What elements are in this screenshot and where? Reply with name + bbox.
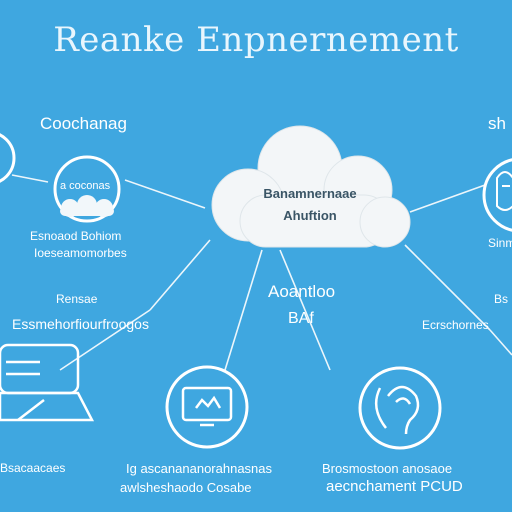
- connector-line: [149, 239, 211, 311]
- connector-line: [59, 309, 151, 371]
- connector-line: [224, 249, 263, 371]
- bottom-right-line2: aecnchament PCUD: [326, 478, 463, 495]
- bottom-center-line1: Ig ascanananorahnasnas: [126, 461, 273, 476]
- right-top-caption: Sinm: [488, 236, 512, 250]
- left-bottom-caption: Bsacaacaes: [0, 461, 66, 475]
- left-top-caption1: Esnoaod Bohiom: [30, 229, 122, 243]
- cloud-icon: [211, 125, 411, 248]
- cloud-label-line1: Banamnernaae: [263, 186, 357, 201]
- node-circle-people: [53, 155, 121, 223]
- bottom-center-line2: awlsheshaodo Cosabe: [120, 480, 252, 495]
- people-icon: [60, 195, 114, 217]
- connector-line: [279, 249, 331, 371]
- node-circle-ear: [358, 366, 442, 450]
- left-mid-line2: Essmehorfiourfroogos: [12, 316, 149, 332]
- laptop-icon: [0, 343, 95, 422]
- left-mid-line1: Rensae: [56, 292, 98, 306]
- node-circle-monitor: [165, 365, 249, 449]
- left-top-node-label: a coconas: [60, 180, 111, 192]
- connector-line: [409, 184, 486, 213]
- right-top-heading: sh: [488, 114, 506, 133]
- center-label-line2: BAf: [288, 310, 314, 327]
- right-mid-line1: Bs: [494, 292, 509, 306]
- connector-line: [404, 244, 491, 331]
- monitor-icon: [181, 386, 233, 427]
- right-mid-line2: Ecrschornes: [422, 318, 489, 332]
- diagram-title: Reanke Enpnernement: [53, 20, 459, 60]
- ear-icon: [374, 385, 420, 435]
- left-top-heading: Coochanag: [40, 114, 127, 133]
- center-label-line1: Aoantloo: [268, 282, 336, 301]
- connector-line: [489, 329, 512, 356]
- connector-lines: [11, 174, 512, 371]
- connector-line: [11, 174, 49, 183]
- connector-line: [124, 179, 206, 209]
- partial-circle-right: [482, 158, 512, 232]
- bottom-right-line1: Brosmostoon anosaoe: [322, 461, 453, 476]
- left-top-caption2: Ioeseamomorbes: [34, 246, 127, 260]
- head-icon: [496, 171, 512, 211]
- cloud-label-line2: Ahuftion: [283, 208, 337, 223]
- partial-circle-left: [0, 133, 16, 183]
